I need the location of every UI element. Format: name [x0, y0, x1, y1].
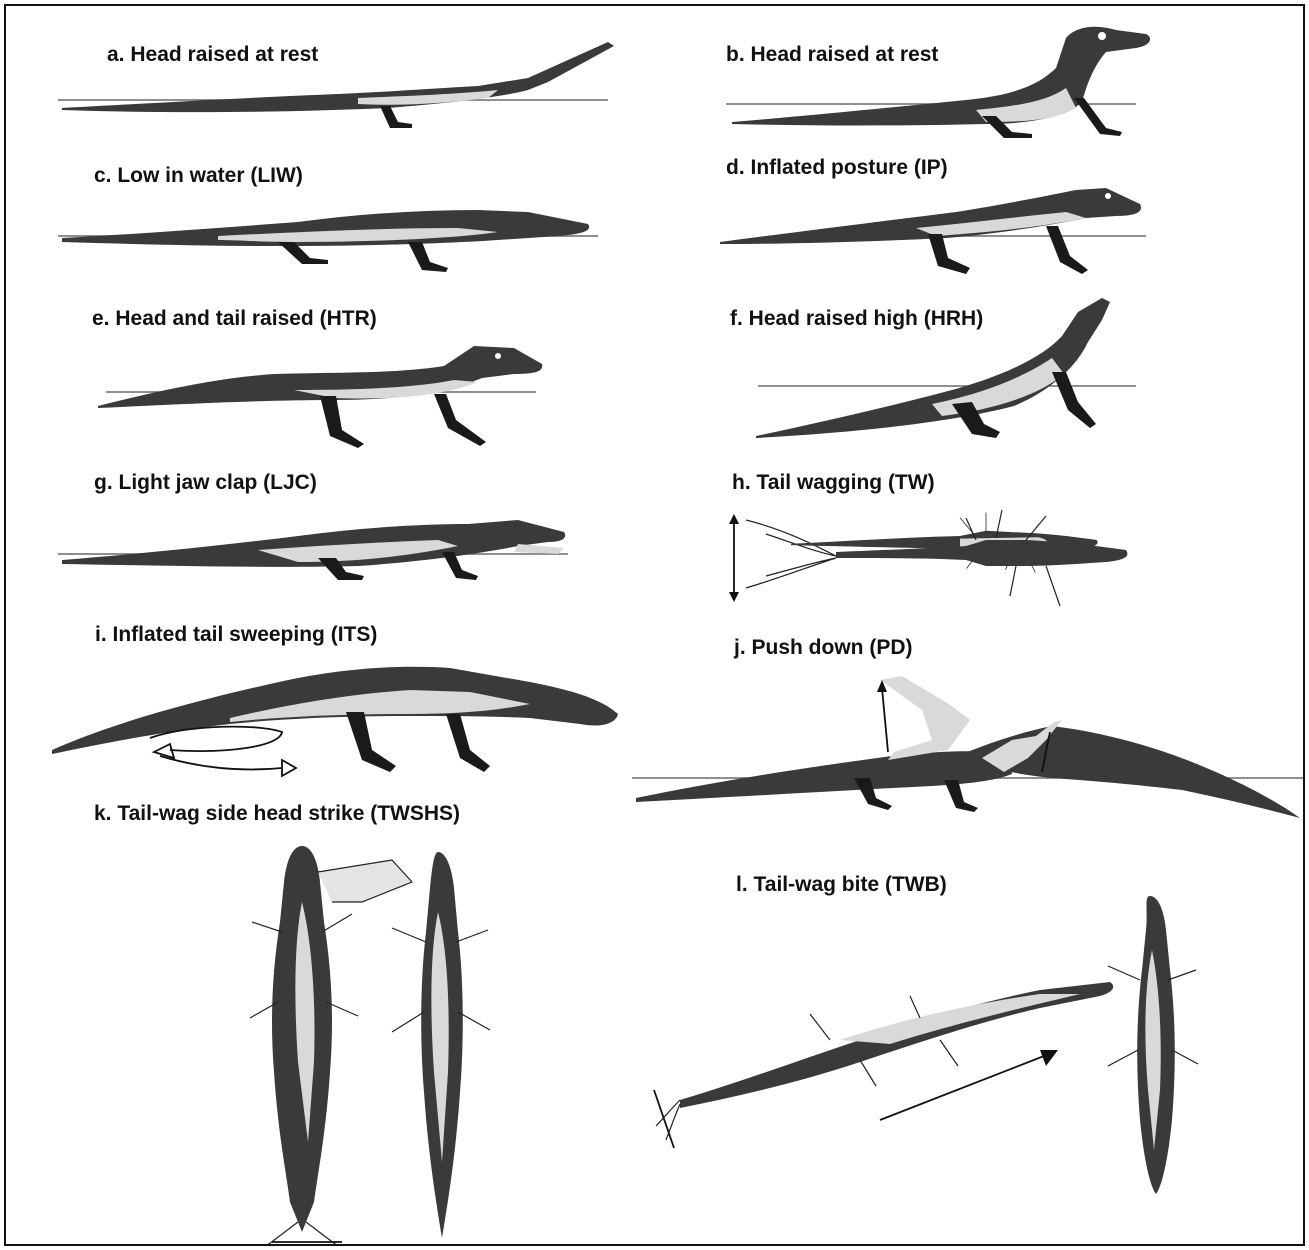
panel-a-illustration — [58, 38, 618, 128]
panel-j-label: j. Push down (PD) — [734, 637, 913, 658]
panel-l-illustration — [640, 890, 1200, 1200]
panel-j-illustration — [632, 662, 1305, 822]
panel-h-illustration — [726, 510, 1136, 620]
panel-k-illustration — [242, 842, 502, 1246]
panel-e-label: e. Head and tail raised (HTR) — [92, 308, 377, 329]
panel-d-label: d. Inflated posture (IP) — [726, 157, 948, 178]
panel-h-label: h. Tail wagging (TW) — [732, 472, 935, 493]
panel-f-illustration — [752, 292, 1142, 440]
panel-k-label: k. Tail-wag side head strike (TWSHS) — [94, 803, 460, 824]
panel-i-illustration — [50, 654, 622, 780]
panel-g-label: g. Light jaw clap (LJC) — [94, 472, 317, 493]
behaviour-figure: a. Head raised at rest b. Head raised at… — [4, 4, 1305, 1246]
panel-c-label: c. Low in water (LIW) — [94, 165, 303, 186]
panel-c-illustration — [58, 202, 608, 276]
panel-d-illustration — [716, 182, 1146, 278]
panel-i-label: i. Inflated tail sweeping (ITS) — [95, 624, 377, 645]
panel-g-illustration — [58, 514, 578, 584]
panel-b-illustration — [726, 18, 1166, 138]
panel-e-illustration — [94, 336, 544, 448]
